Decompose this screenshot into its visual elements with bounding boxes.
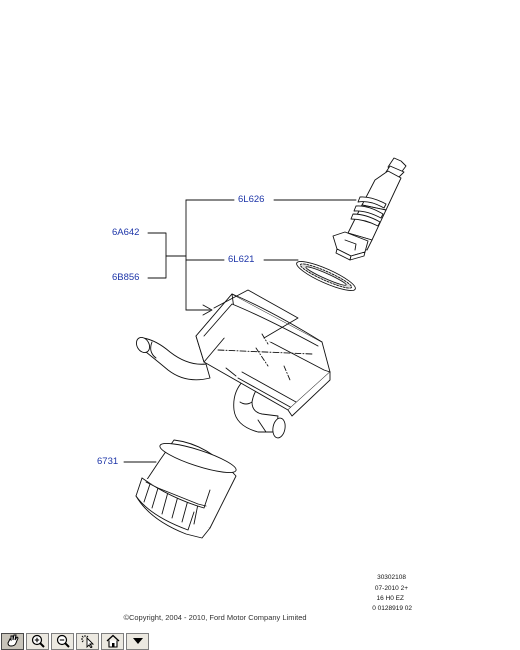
reference-code-line: 30302108 — [377, 574, 406, 581]
zoom-out-icon — [56, 634, 70, 648]
home-button[interactable] — [101, 632, 124, 650]
part-label-6L626[interactable]: 6L626 — [238, 194, 265, 205]
part-label-6731[interactable]: 6731 — [97, 456, 119, 467]
dropdown-button[interactable] — [126, 632, 149, 650]
viewer-toolbar — [0, 632, 520, 650]
select-button[interactable] — [76, 632, 99, 650]
zoom-in-icon — [31, 634, 45, 648]
exploded-parts-diagram: 6L626 6A642 6L621 6B856 6731 30302108 07… — [97, 157, 412, 622]
part-label-6B856[interactable]: 6B856 — [112, 272, 140, 283]
part-label-6A642[interactable]: 6A642 — [112, 227, 140, 238]
copyright-notice: ©Copyright, 2004 - 2010, Ford Motor Comp… — [123, 613, 307, 622]
zoom-out-button[interactable] — [51, 632, 74, 650]
oil-cooler-drawing — [135, 289, 331, 439]
select-pointer-icon — [80, 635, 94, 648]
gasket-seal-drawing — [296, 261, 356, 291]
oil-filter-drawing — [135, 439, 237, 539]
pan-button[interactable] — [1, 632, 24, 650]
reference-code-line: 07-2010 2+ — [374, 585, 408, 592]
oil-cooler-bolt-drawing — [332, 157, 407, 261]
reference-code-line: 0 0128919 02 — [372, 605, 412, 612]
dropdown-arrow-icon — [132, 638, 143, 644]
home-icon — [106, 634, 119, 648]
pan-hand-icon — [6, 634, 19, 647]
zoom-in-button[interactable] — [26, 632, 49, 650]
diagram-drawing — [123, 157, 407, 539]
part-label-6L621[interactable]: 6L621 — [228, 254, 255, 265]
callout-lines — [123, 199, 357, 463]
reference-code-line: 16 H0 EZ — [376, 595, 404, 602]
